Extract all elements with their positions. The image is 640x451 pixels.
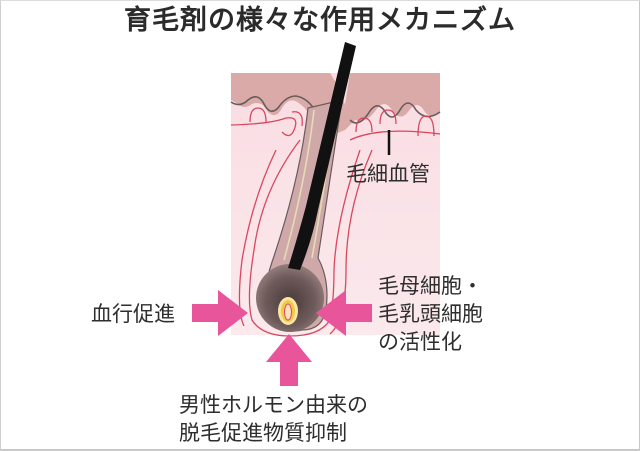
arrow-right-pointing-icon bbox=[192, 290, 248, 336]
cell-activation-label: 毛母細胞・ 毛乳頭細胞 の活性化 bbox=[378, 272, 483, 356]
hormone-line-2: 脱毛促進物質抑制 bbox=[179, 421, 347, 445]
blood-flow-label: 血行促進 bbox=[91, 302, 175, 326]
capillary-label: 毛細血管 bbox=[346, 162, 430, 186]
arrow-left-pointing-icon bbox=[316, 290, 372, 336]
cell-activation-line-2: 毛乳頭細胞 bbox=[378, 302, 483, 326]
hormone-line-1: 男性ホルモン由来の bbox=[179, 393, 368, 417]
cell-activation-line-3: の活性化 bbox=[378, 330, 462, 354]
hair-follicle bbox=[256, 42, 356, 332]
hormone-suppression-label: 男性ホルモン由来の 脱毛促進物質抑制 bbox=[179, 391, 368, 447]
arrow-up-pointing-icon bbox=[266, 334, 312, 386]
cell-activation-line-1: 毛母細胞・ bbox=[378, 274, 483, 298]
diagram-title: 育毛剤の様々な作用メカニズム bbox=[124, 5, 516, 36]
